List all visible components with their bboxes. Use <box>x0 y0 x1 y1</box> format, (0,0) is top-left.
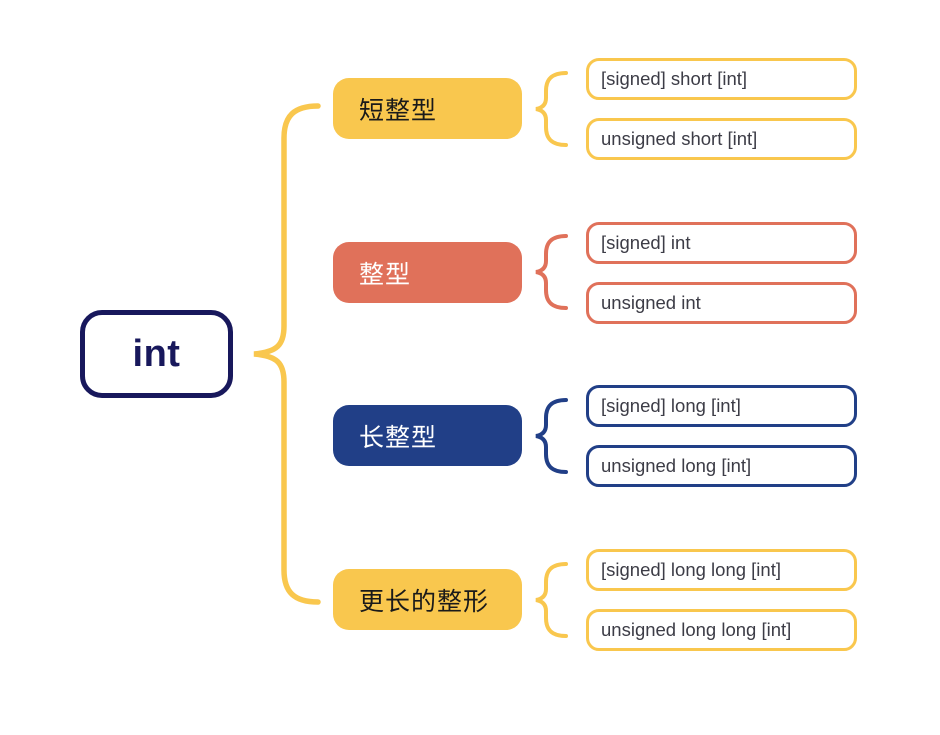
topic-leaf-unsigned-long-label: unsigned long [int] <box>601 455 752 476</box>
topic-leaf-unsigned-long-long-label: unsigned long long [int] <box>601 619 792 640</box>
root-brace-connector <box>253 103 321 605</box>
topic-leaf-signed-int[interactable]: [signed] int <box>586 222 857 264</box>
topic-leaf-unsigned-short[interactable]: unsigned short [int] <box>586 118 857 160</box>
topic-leaf-signed-long-long[interactable]: [signed] long long [int] <box>586 549 857 591</box>
topic-leaf-unsigned-int[interactable]: unsigned int <box>586 282 857 324</box>
topic-branch-short[interactable]: 短整型 <box>333 78 522 139</box>
topic-root[interactable]: int <box>80 310 233 398</box>
topic-leaf-signed-short-label: [signed] short [int] <box>601 68 748 89</box>
topic-branch-long[interactable]: 长整型 <box>333 405 522 466</box>
topic-leaf-signed-long-long-label: [signed] long long [int] <box>601 559 781 580</box>
topic-leaf-signed-long-label: [signed] long [int] <box>601 395 741 416</box>
branch-brace-connector-1 <box>535 234 568 310</box>
topic-root-label: int <box>132 332 181 375</box>
topic-branch-int[interactable]: 整型 <box>333 242 522 303</box>
topic-leaf-signed-int-label: [signed] int <box>601 232 691 253</box>
topic-leaf-unsigned-long[interactable]: unsigned long [int] <box>586 445 857 487</box>
topic-branch-long-long-label: 更长的整形 <box>359 587 490 616</box>
topic-leaf-unsigned-short-label: unsigned short [int] <box>601 128 758 149</box>
branch-brace-connector-0 <box>535 71 568 147</box>
branch-brace-connector-3 <box>535 562 568 638</box>
branch-brace-connector-2 <box>535 398 568 474</box>
topic-leaf-signed-long[interactable]: [signed] long [int] <box>586 385 857 427</box>
topic-branch-long-label: 长整型 <box>359 423 438 452</box>
topic-leaf-signed-short[interactable]: [signed] short [int] <box>586 58 857 100</box>
topic-branch-long-long[interactable]: 更长的整形 <box>333 569 522 630</box>
topic-leaf-unsigned-long-long[interactable]: unsigned long long [int] <box>586 609 857 651</box>
topic-leaf-unsigned-int-label: unsigned int <box>601 292 701 313</box>
topic-branch-short-label: 短整型 <box>359 96 438 125</box>
topic-branch-int-label: 整型 <box>359 260 412 289</box>
